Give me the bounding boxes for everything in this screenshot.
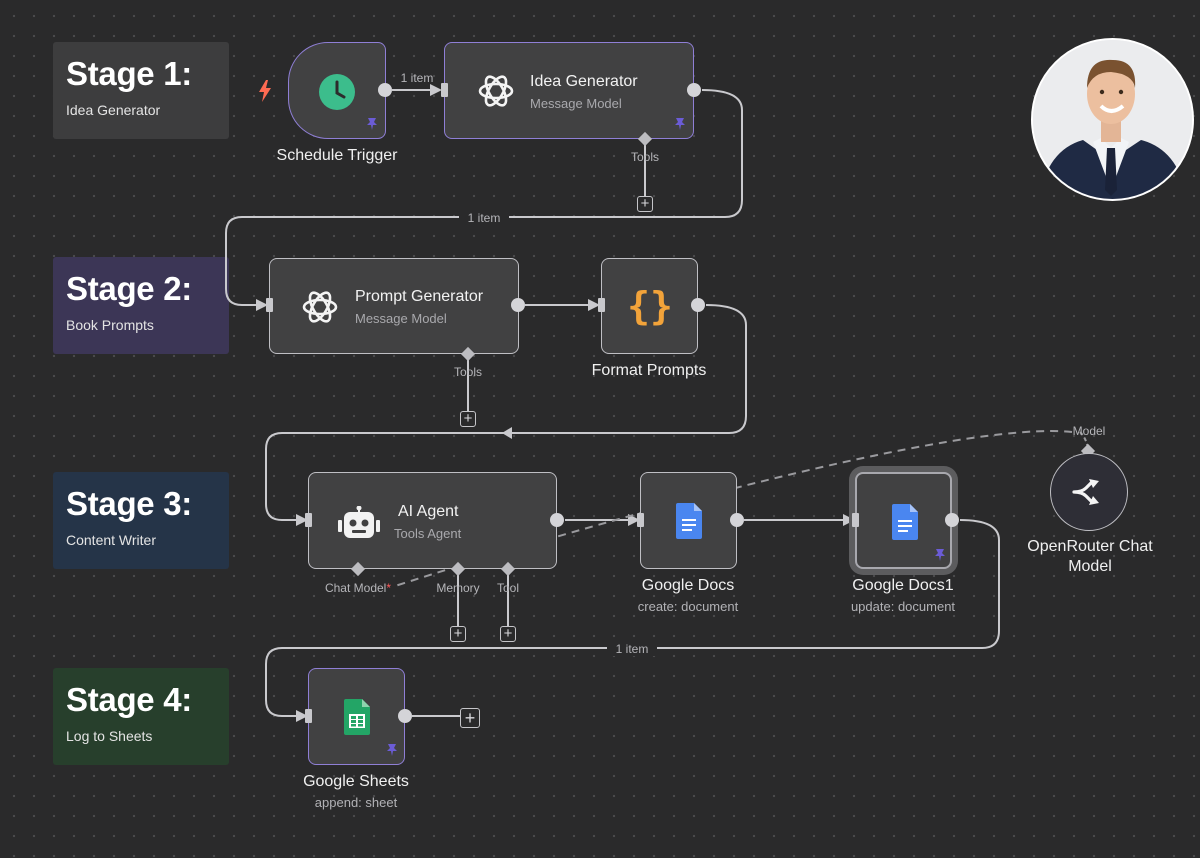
google-docs-sublabel: create: document: [637, 599, 739, 614]
clock-icon: [318, 73, 356, 111]
connection-docs1-sheets: [265, 519, 1000, 717]
connection-format-agent: [265, 304, 747, 521]
google-docs1-sublabel: update: document: [850, 599, 956, 614]
google-docs-icon: [674, 501, 704, 541]
stage-1-title: Stage 1:: [66, 55, 192, 92]
stage-2-subtitle: Book Prompts: [66, 317, 154, 333]
google-docs-label: Google Docs: [641, 577, 735, 594]
ai-agent-tool-label: Tool: [496, 581, 519, 595]
pin-icon: [675, 118, 685, 130]
openrouter-label-line2: Model: [1068, 558, 1112, 575]
connection-openrouter-agent: [391, 430, 1073, 588]
openrouter-model-port-label: Model: [1072, 424, 1106, 438]
idea-generator-add-tool-button[interactable]: +: [637, 196, 653, 212]
google-docs1-label: Google Docs1: [852, 577, 954, 594]
idea-generator-node[interactable]: Idea Generator Message Model: [444, 42, 694, 139]
sticky-stage-1[interactable]: Stage 1: Idea Generator: [53, 42, 229, 139]
ai-agent-add-tool-button[interactable]: +: [500, 626, 516, 642]
prompt-generator-output-port[interactable]: [511, 298, 525, 312]
pin-icon: [367, 118, 377, 130]
ai-agent-output-port[interactable]: [550, 513, 564, 527]
prompt-generator-subtitle: Message Model: [355, 311, 447, 326]
prompt-generator-input-port[interactable]: [266, 298, 273, 312]
google-sheets-sublabel: append: sheet: [314, 795, 398, 810]
google-docs1-input-port[interactable]: [852, 513, 859, 527]
format-prompts-output-port[interactable]: [691, 298, 705, 312]
google-docs1-output-port[interactable]: [945, 513, 959, 527]
schedule-trigger-node[interactable]: [288, 42, 386, 139]
idea-generator-input-port[interactable]: [441, 83, 448, 97]
format-prompts-label: Format Prompts: [591, 362, 707, 379]
ai-agent-chat-model-label: Chat Model*: [324, 581, 392, 595]
ai-agent-add-memory-button[interactable]: +: [450, 626, 466, 642]
google-sheets-add-node-button[interactable]: +: [460, 708, 480, 728]
google-docs-output-port[interactable]: [730, 513, 744, 527]
stage-1-subtitle: Idea Generator: [66, 102, 161, 118]
trigger-bolt-icon: [259, 80, 271, 102]
ai-agent-subtitle: Tools Agent: [394, 526, 462, 541]
openrouter-label-line1: OpenRouter Chat: [1027, 538, 1153, 555]
person-portrait-image: [1033, 40, 1192, 199]
openai-icon: [474, 69, 518, 113]
stage-4-title: Stage 4:: [66, 681, 192, 718]
robot-icon: [337, 503, 381, 543]
schedule-trigger-label: Schedule Trigger: [276, 147, 398, 164]
google-docs-input-port[interactable]: [637, 513, 644, 527]
idea-generator-title: Idea Generator: [530, 73, 638, 90]
braces-icon: {}: [627, 284, 673, 328]
format-prompts-node[interactable]: {}: [601, 258, 698, 354]
sticky-stage-4[interactable]: Stage 4: Log to Sheets: [53, 668, 229, 765]
schedule-trigger-output-port[interactable]: [378, 83, 392, 97]
avatar: [1031, 38, 1194, 201]
google-sheets-output-port[interactable]: [398, 709, 412, 723]
idea-generator-tools-label: Tools: [630, 150, 659, 164]
stage-3-subtitle: Content Writer: [66, 532, 156, 548]
pin-icon: [935, 549, 945, 561]
connection-label-docs-sheets: 1 item: [607, 642, 657, 656]
ai-agent-title: AI Agent: [398, 503, 459, 520]
google-sheets-node[interactable]: [308, 668, 405, 765]
idea-generator-output-port[interactable]: [687, 83, 701, 97]
idea-generator-subtitle: Message Model: [530, 96, 622, 111]
format-prompts-input-port[interactable]: [598, 298, 605, 312]
connection-idea-prompt: [225, 89, 743, 306]
google-docs-icon: [890, 502, 920, 542]
ai-agent-memory-label: Memory: [436, 581, 480, 595]
google-docs1-node[interactable]: [855, 472, 952, 569]
openai-icon: [298, 285, 342, 329]
google-docs-node[interactable]: [640, 472, 737, 569]
sticky-stage-3[interactable]: Stage 3: Content Writer: [53, 472, 229, 569]
openrouter-chat-model-node[interactable]: [1050, 453, 1128, 531]
ai-agent-node[interactable]: AI Agent Tools Agent: [308, 472, 557, 569]
prompt-generator-node[interactable]: Prompt Generator Message Model: [269, 258, 519, 354]
google-sheets-input-port[interactable]: [305, 709, 312, 723]
google-sheets-icon: [342, 697, 372, 737]
connection-label-idea-prompt: 1 item: [459, 211, 509, 225]
prompt-generator-add-tool-button[interactable]: +: [460, 411, 476, 427]
google-sheets-label: Google Sheets: [303, 773, 409, 790]
prompt-generator-tools-label: Tools: [453, 365, 482, 379]
pin-icon: [387, 744, 397, 756]
openrouter-icon: [1069, 474, 1109, 510]
prompt-generator-title: Prompt Generator: [355, 288, 484, 305]
ai-agent-input-port[interactable]: [305, 513, 312, 527]
connection-label-trigger-idea: 1 item: [400, 71, 434, 85]
stage-2-title: Stage 2:: [66, 270, 192, 307]
sticky-stage-2[interactable]: Stage 2: Book Prompts: [53, 257, 229, 354]
stage-4-subtitle: Log to Sheets: [66, 728, 153, 744]
stage-3-title: Stage 3:: [66, 485, 192, 522]
